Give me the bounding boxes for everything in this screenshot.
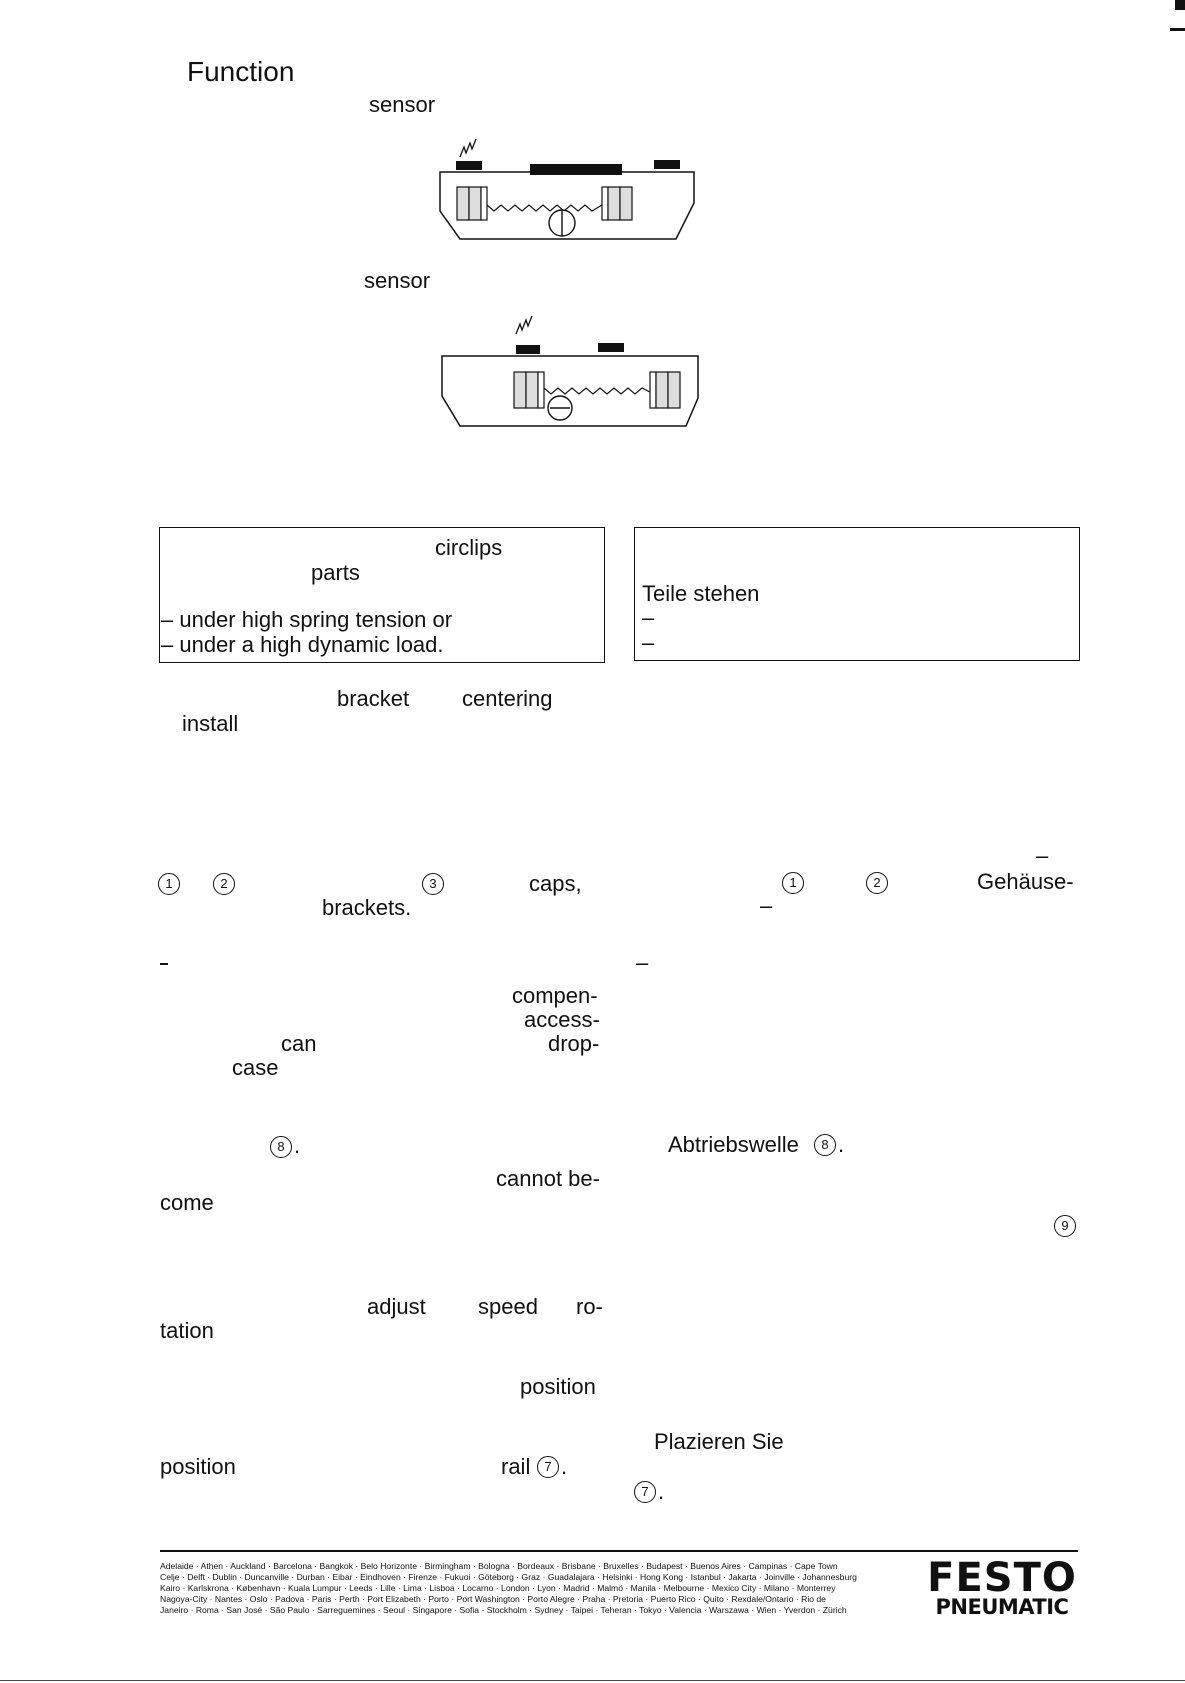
- bullet-mark: [160, 963, 168, 965]
- sensor-diagram-1: [439, 138, 695, 240]
- ref-number-8: 8: [270, 1136, 292, 1158]
- diagram1-label: sensor: [369, 92, 436, 117]
- body-text: .: [294, 1133, 301, 1158]
- warning-text: parts: [311, 560, 360, 585]
- footer-city-line: Nagoya-City · Nantes · Oslo · Padova · P…: [160, 1594, 826, 1604]
- body-text: Gehäuse-: [977, 869, 1074, 894]
- body-text: drop-: [548, 1031, 600, 1056]
- page-bottom-edge: [0, 1680, 1185, 1681]
- body-text: adjust: [367, 1294, 426, 1319]
- body-text: –: [760, 893, 773, 918]
- ref-number-3: 3: [422, 873, 444, 895]
- warning-box-german: Teile stehen – –: [634, 527, 1080, 661]
- body-text: Plazieren Sie: [654, 1429, 784, 1454]
- footer-city-line: Kairo · Karlskrona · København · Kuala L…: [160, 1583, 836, 1593]
- footer-rule: [160, 1550, 1078, 1552]
- warning-text: –: [642, 630, 655, 655]
- ref-number-8: 8: [814, 1134, 836, 1156]
- body-text: come: [160, 1190, 214, 1215]
- body-text: ro-: [576, 1294, 603, 1319]
- body-text: access-: [524, 1007, 600, 1032]
- body-text: –: [636, 950, 649, 975]
- warning-text: –: [642, 605, 655, 630]
- page-edge-mark: [1170, 28, 1185, 31]
- body-text: .: [838, 1132, 845, 1157]
- ref-number-2: 2: [213, 873, 235, 895]
- footer-city-list: Adelaide · Athen · Auckland · Barcelona …: [160, 1561, 912, 1616]
- body-text: install: [182, 711, 239, 736]
- footer-city-line: Adelaide · Athen · Auckland · Barcelona …: [160, 1561, 838, 1571]
- body-text: bracket: [337, 686, 410, 711]
- body-text: .: [658, 1479, 665, 1504]
- logo-line1: FESTO: [927, 1555, 1077, 1601]
- ref-number-7: 7: [634, 1481, 656, 1503]
- ref-number-9: 9: [1054, 1215, 1076, 1237]
- body-text: caps,: [529, 871, 582, 896]
- body-text: centering: [462, 686, 553, 711]
- warning-text: – under high spring tension or: [161, 607, 453, 632]
- ref-number-1: 1: [782, 872, 804, 894]
- section-heading: Function: [187, 56, 295, 87]
- body-text: rail: [501, 1454, 531, 1479]
- body-text: brackets.: [322, 895, 412, 920]
- ref-number-2: 2: [866, 872, 888, 894]
- warning-text: Teile stehen: [642, 581, 760, 606]
- body-text: speed: [478, 1294, 538, 1319]
- warning-text: – under a high dynamic load.: [161, 632, 444, 657]
- body-text: position: [160, 1454, 236, 1479]
- warning-box-english: circlips parts – under high spring tensi…: [159, 527, 605, 663]
- body-text: compen-: [512, 983, 598, 1008]
- body-text: cannot be-: [496, 1166, 600, 1191]
- logo-line2: PNEUMATIC: [935, 1595, 1069, 1619]
- footer-city-line: Janeiro · Roma · San José · São Paulo · …: [160, 1605, 847, 1615]
- page-edge-mark: [1175, 0, 1185, 10]
- body-text: .: [561, 1454, 568, 1479]
- body-text: tation: [160, 1318, 214, 1343]
- ref-number-1: 1: [158, 873, 180, 895]
- ref-number-7: 7: [537, 1456, 559, 1478]
- body-text: –: [1036, 843, 1049, 868]
- body-text: can: [281, 1031, 317, 1056]
- sensor-diagram-2: [441, 315, 699, 427]
- body-text: position: [520, 1374, 596, 1399]
- festo-logo: FESTO PNEUMATIC: [924, 1555, 1080, 1619]
- body-text: case: [232, 1055, 279, 1080]
- body-text: Abtriebswelle: [668, 1132, 799, 1157]
- warning-text: circlips: [435, 535, 503, 560]
- footer-city-line: Celje · Delft · Dublin · Duncanville · D…: [160, 1572, 857, 1582]
- diagram2-label: sensor: [364, 268, 431, 293]
